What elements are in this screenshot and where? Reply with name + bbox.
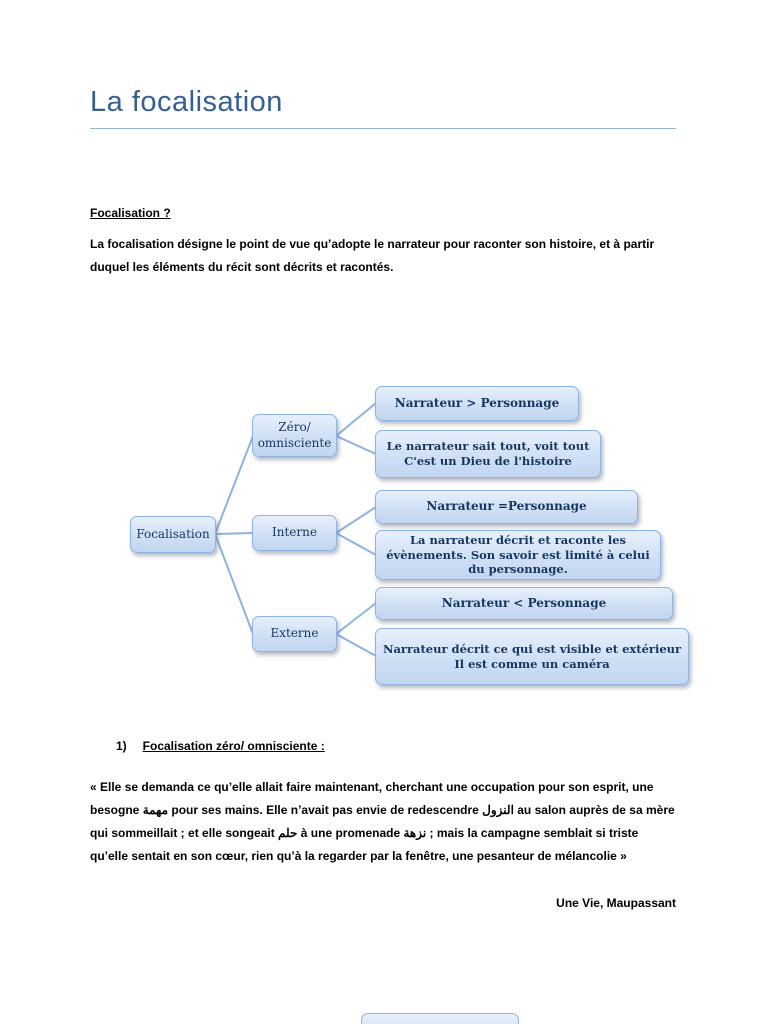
quote-paragraph: « Elle se demanda ce qu’elle allait fair…	[90, 780, 675, 863]
diagram-externe-detail-1: Narrateur < Personnage	[375, 587, 673, 620]
diagram-interne-detail-1-text: Narrateur =Personnage	[426, 499, 587, 514]
diagram-branch-externe-box: Externe	[252, 616, 337, 652]
diagram-interne-detail-1: Narrateur =Personnage	[375, 490, 638, 524]
diagram-externe-detail-2-line2: Il est comme un caméra	[454, 656, 610, 671]
diagram-interne-detail-2-text: La narrateur décrit et raconte les évène…	[386, 533, 650, 577]
diagram-branch-zero-box: Zéro/ omnisciente	[252, 414, 337, 457]
diagram-branch-interne-box: Interne	[252, 515, 337, 551]
diagram-externe-detail-1-text: Narrateur < Personnage	[441, 595, 607, 610]
page-title: La focalisation	[90, 86, 283, 118]
diagram-root-box: Focalisation	[130, 516, 216, 553]
section1-number: 1)	[116, 739, 127, 753]
title-divider	[90, 128, 676, 129]
quote-attribution: Une Vie, Maupassant	[556, 896, 676, 910]
intro-heading: Focalisation ?	[90, 206, 171, 220]
diagram-externe-detail-2: Narrateur décrit ce qui est visible et e…	[375, 628, 689, 685]
section1-heading: 1) Focalisation zéro/ omnisciente :	[116, 739, 325, 753]
diagram-interne-detail-2: La narrateur décrit et raconte les évène…	[375, 530, 661, 580]
diagram-zero-detail-2: Le narrateur sait tout, voit tout C'est …	[375, 430, 601, 478]
diagram-externe-detail-2-line1: Narrateur décrit ce qui est visible et e…	[382, 641, 682, 656]
partial-box-bottom	[361, 1013, 519, 1024]
section1-title: Focalisation zéro/ omnisciente :	[142, 739, 325, 753]
intro-paragraph: La focalisation désigne le point de vue …	[90, 237, 655, 274]
diagram-zero-detail-2-line2: C'est un Dieu de l'histoire	[404, 454, 572, 468]
diagram-zero-detail-1: Narrateur > Personnage	[375, 386, 579, 421]
diagram-zero-detail-2-line1: Le narrateur sait tout, voit tout	[386, 439, 590, 454]
diagram-zero-detail-1-text: Narrateur > Personnage	[394, 395, 560, 410]
